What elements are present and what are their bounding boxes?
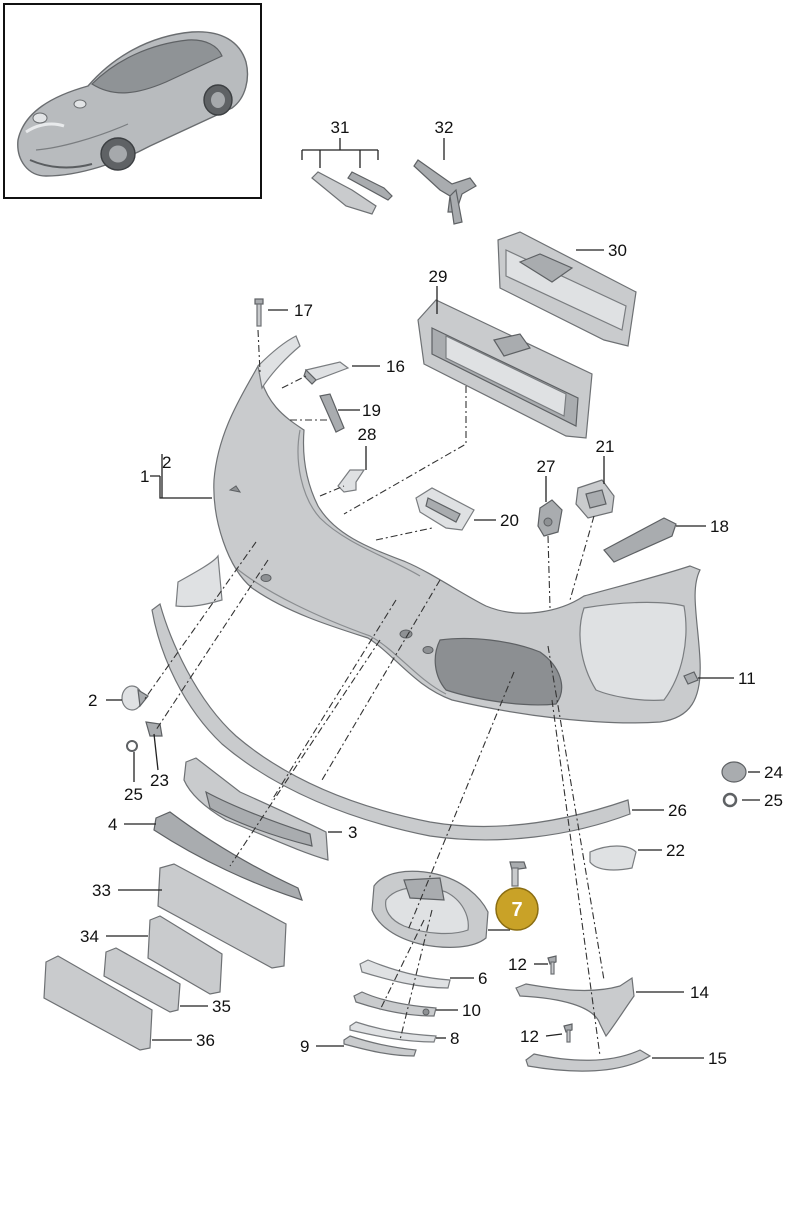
callout-19[interactable]: 19 (362, 401, 381, 420)
callout-26[interactable]: 26 (668, 801, 687, 820)
trim-15 (525, 1049, 652, 1072)
screws-12 (547, 955, 573, 1043)
assembly-lines (143, 329, 605, 1057)
trim-4 (153, 811, 303, 901)
callout-36[interactable]: 36 (196, 1031, 215, 1050)
highlight-badge-label: 7 (511, 899, 522, 921)
plate-33 (157, 863, 287, 969)
plate-35 (103, 947, 181, 1013)
callout-28[interactable]: 28 (358, 425, 377, 444)
callout-30[interactable]: 30 (608, 241, 627, 260)
grille-3 (183, 757, 329, 861)
sensor-24 (721, 761, 747, 808)
clip-11 (683, 671, 699, 685)
callout-3[interactable]: 3 (348, 823, 357, 842)
plate-34 (147, 915, 223, 995)
highlighted-callout-7[interactable]: 7 (495, 887, 539, 931)
bracket-27 (537, 499, 563, 537)
callout-4[interactable]: 4 (108, 815, 117, 834)
vehicle-inset (3, 3, 262, 199)
bracket-21 (575, 479, 615, 519)
bracket-19 (319, 393, 345, 433)
trim-8 (349, 1021, 437, 1043)
intake-frame-5 (371, 870, 489, 948)
callout-17[interactable]: 17 (294, 301, 313, 320)
callout-24[interactable]: 24 (764, 763, 783, 782)
callout-12-upper[interactable]: 12 (508, 955, 527, 974)
leader-lines (106, 138, 760, 1059)
callout-2[interactable]: 2 (88, 691, 97, 710)
callout-labels: 31 32 30 29 17 16 19 28 1 2 20 27 21 18 … (80, 118, 783, 1068)
highlight-badge (495, 887, 539, 931)
callout-8[interactable]: 8 (450, 1029, 459, 1048)
callout-11[interactable]: 11 (738, 669, 756, 688)
trim-10 (353, 991, 437, 1017)
grille-6 (359, 959, 451, 989)
callout-15[interactable]: 15 (708, 1049, 727, 1068)
callout-21[interactable]: 21 (596, 437, 615, 456)
callout-25-right[interactable]: 25 (764, 791, 783, 810)
small-parts-left (121, 685, 163, 752)
callout-12-lower[interactable]: 12 (520, 1027, 539, 1046)
callout-34[interactable]: 34 (80, 927, 99, 946)
bracket-28 (337, 469, 366, 493)
callout-9[interactable]: 9 (300, 1037, 309, 1056)
callout-6[interactable]: 6 (478, 969, 487, 988)
bumper-cover-1 (213, 335, 701, 724)
air-guide-29 (417, 299, 593, 439)
callout-35[interactable]: 35 (212, 997, 231, 1016)
callout-10[interactable]: 10 (462, 1001, 481, 1020)
callout-23[interactable]: 23 (150, 771, 169, 790)
callout-22[interactable]: 22 (666, 841, 685, 860)
callout-25-left[interactable]: 25 (124, 785, 143, 804)
callout-29[interactable]: 29 (429, 267, 448, 286)
callout-20[interactable]: 20 (500, 511, 519, 530)
bracket-16 (303, 361, 350, 385)
air-duct-30 (497, 231, 637, 347)
sealant-kit-31 (311, 171, 393, 215)
callout-1[interactable]: 1 (140, 467, 149, 486)
trim-9 (343, 1035, 417, 1057)
callout-32[interactable]: 32 (435, 118, 454, 137)
callout-18[interactable]: 18 (710, 517, 729, 536)
callout-33[interactable]: 33 (92, 881, 111, 900)
callout-16[interactable]: 16 (386, 357, 405, 376)
screw-17 (254, 298, 264, 327)
callout-2-group[interactable]: 2 (162, 453, 171, 472)
plate-36 (43, 955, 153, 1051)
car-illustration (17, 31, 249, 177)
mounting-rail-18 (603, 517, 677, 563)
callout-27[interactable]: 27 (537, 457, 556, 476)
callout-31[interactable]: 31 (331, 118, 350, 137)
spoiler-lip-26 (151, 554, 631, 841)
trim-14 (515, 976, 635, 1038)
callout-14[interactable]: 14 (690, 983, 709, 1002)
fog-light-22 (589, 845, 637, 871)
caulking-gun-32 (413, 159, 477, 225)
grille-20 (415, 487, 475, 531)
screw-7 (509, 861, 527, 887)
